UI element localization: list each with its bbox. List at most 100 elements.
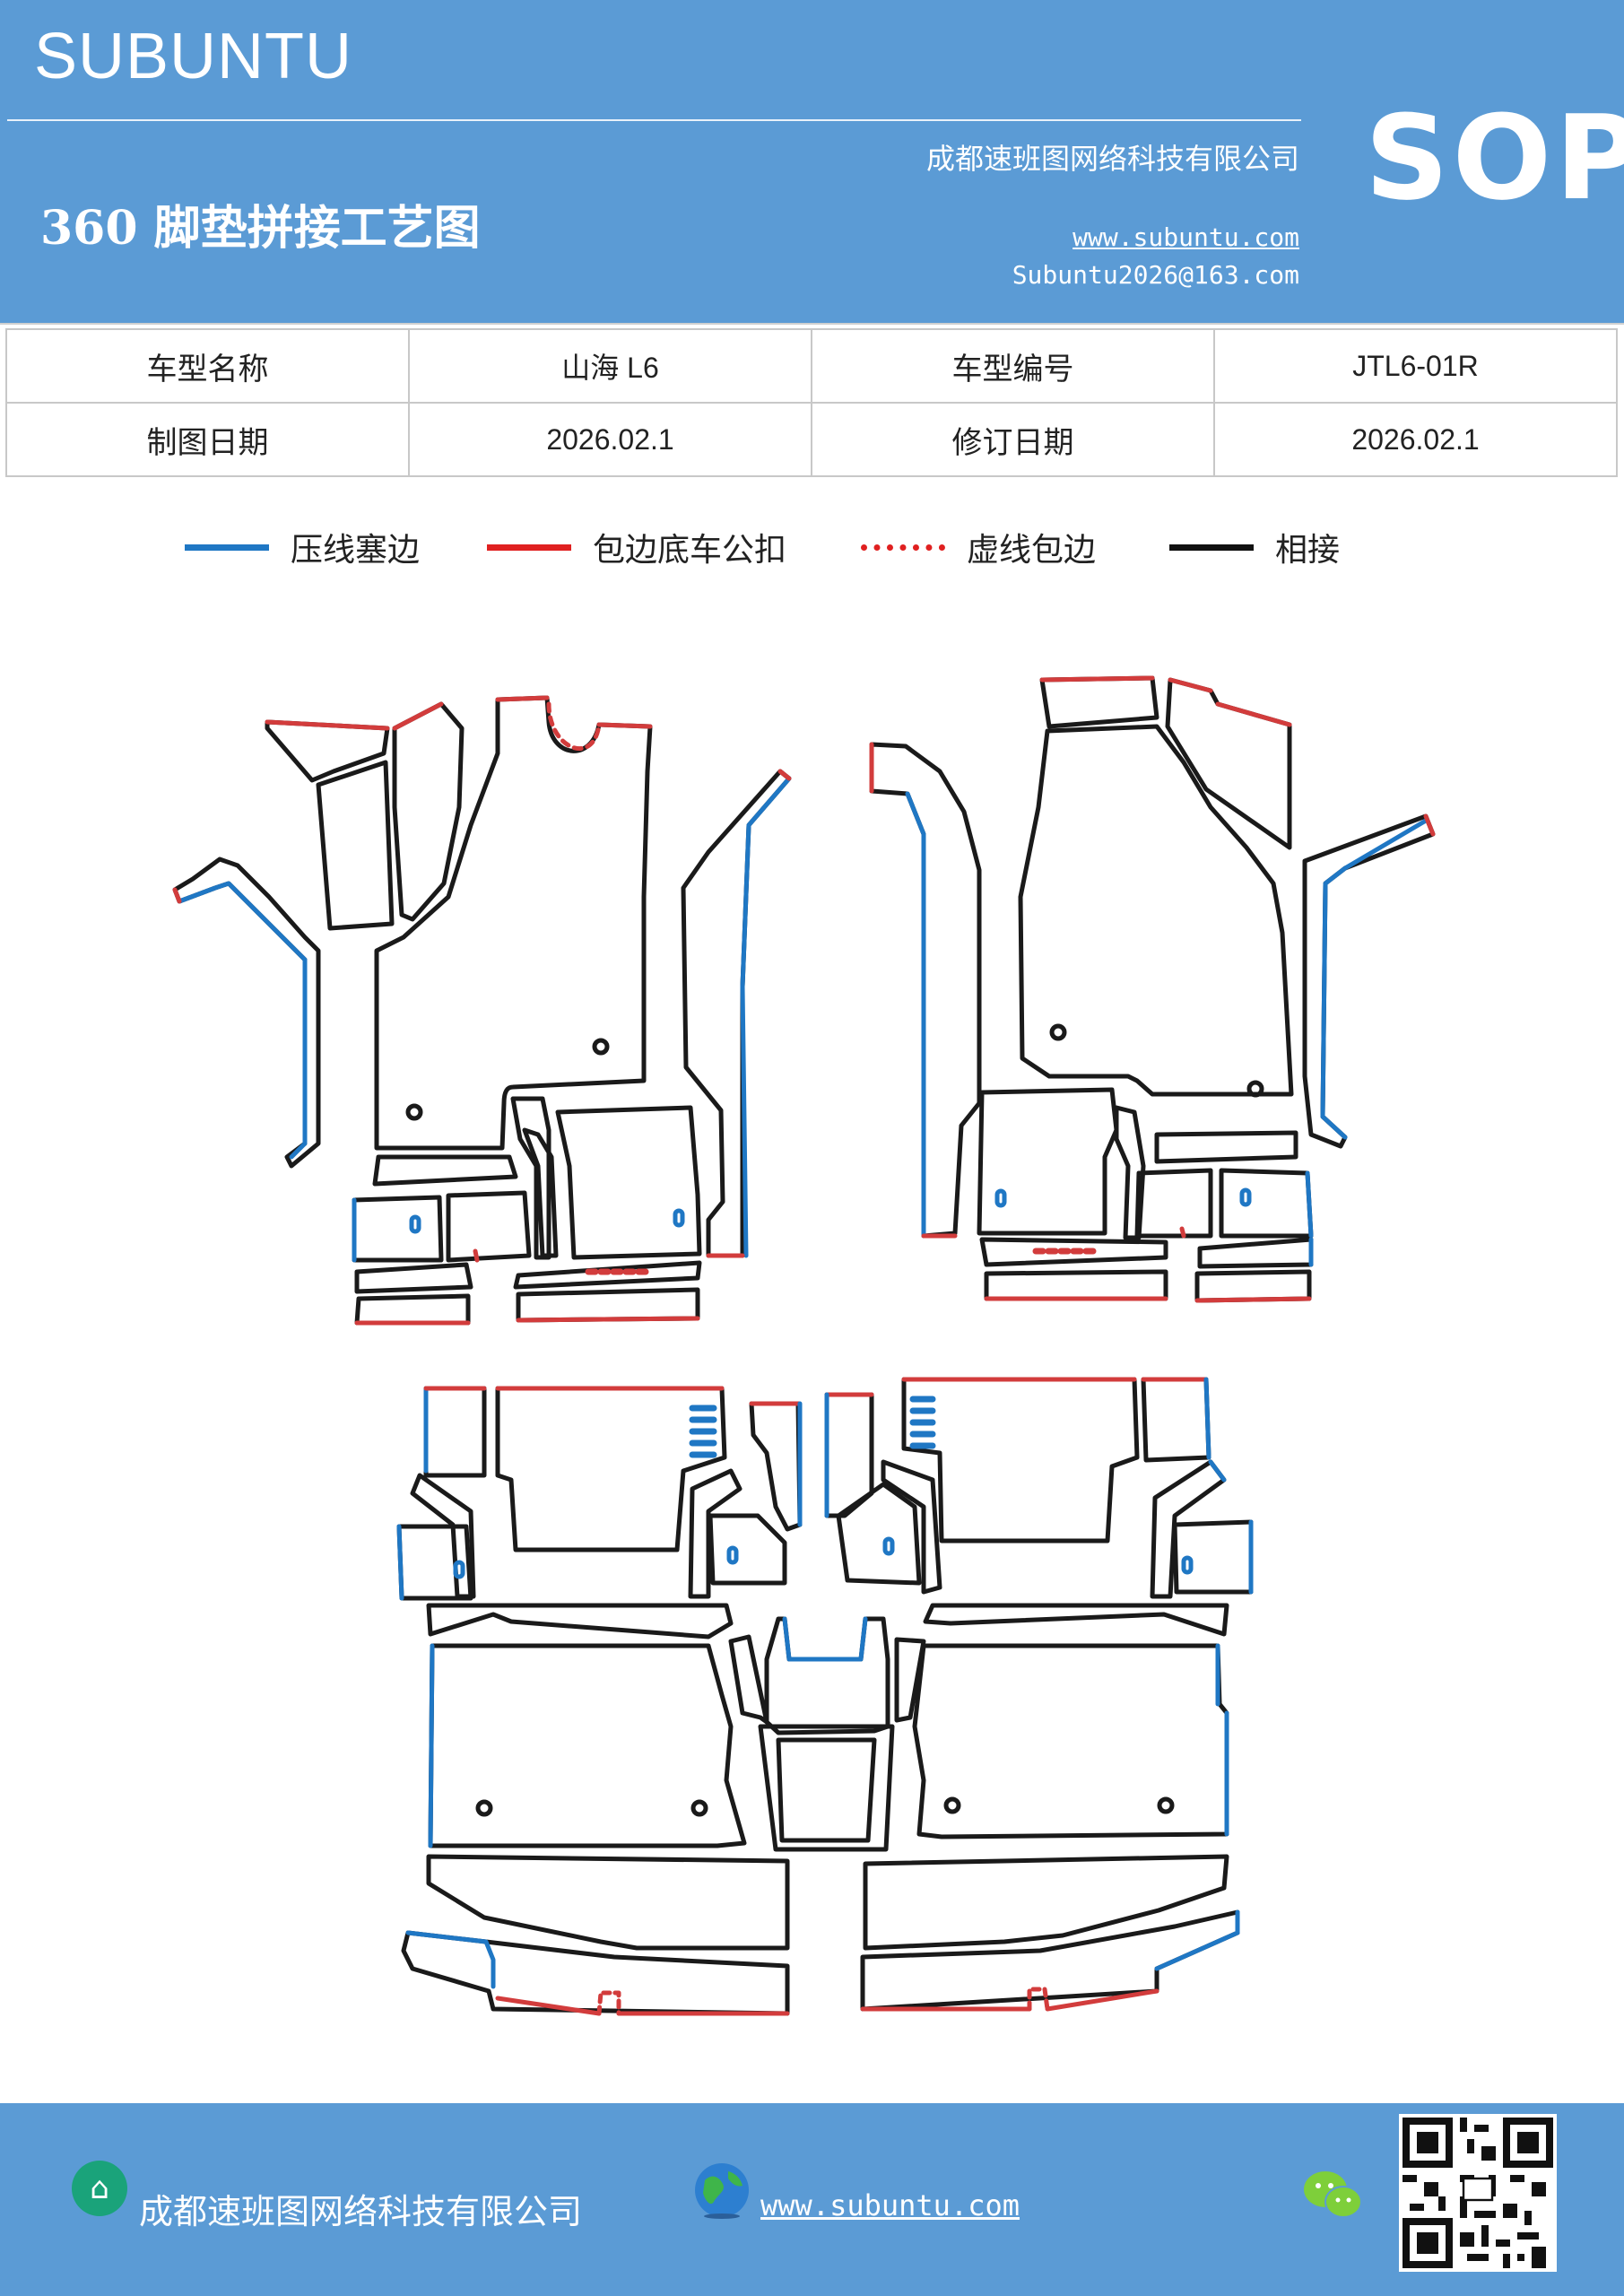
blue-edge — [423, 1386, 487, 1474]
mat-piece — [708, 1513, 787, 1586]
red-edge — [516, 1316, 700, 1323]
mat-piece — [894, 1637, 926, 1723]
mat-piece — [984, 1269, 1168, 1301]
blue-edge — [782, 1616, 868, 1662]
front-right-mat-group — [869, 675, 1436, 1303]
mat-piece — [1018, 724, 1294, 1097]
mat-piece — [522, 1127, 559, 1258]
legend-item-red: 包边底车公扣 — [487, 520, 786, 574]
blue-edge — [177, 881, 308, 1160]
red-edge — [172, 887, 182, 904]
mat-piece — [1194, 1269, 1312, 1303]
mat-piece — [1039, 675, 1159, 729]
mat-piece — [316, 760, 395, 931]
model-code-value: JTL6-01R — [1213, 328, 1618, 404]
header-email[interactable]: Subuntu2026@163.com — [1012, 260, 1299, 290]
mat-piece — [372, 1154, 518, 1187]
blue-edge-slots — [909, 1396, 936, 1449]
fixing-hole — [475, 1799, 493, 1817]
mat-piece — [374, 695, 653, 1151]
legend-item-red-dotted: 虚线包边 — [861, 520, 1096, 574]
mat-piece — [901, 1377, 1140, 1544]
legend-label: 包边底车公扣 — [593, 532, 787, 569]
mat-piece — [758, 1724, 895, 1852]
header-company-name: 成都速班图网络科技有限公司 — [925, 142, 1299, 176]
mat-piece — [728, 1634, 769, 1725]
revise-date-label: 修订日期 — [811, 402, 1215, 477]
blue-edge — [1305, 1170, 1314, 1239]
model-code-label: 车型编号 — [811, 328, 1215, 404]
mat-piece — [428, 1643, 747, 1848]
mat-piece — [513, 1260, 702, 1290]
draw-date-label: 制图日期 — [5, 402, 410, 477]
legend-label: 虚线包边 — [967, 532, 1097, 569]
red-edge — [1168, 677, 1292, 727]
red-dotted-edge — [546, 701, 602, 752]
fixing-hole — [405, 1103, 423, 1121]
floor-mat-splice-diagram — [172, 675, 1436, 2016]
red-dotted-edge — [596, 1990, 621, 2016]
mat-piece — [1219, 1168, 1314, 1239]
fixing-slot — [1239, 1187, 1252, 1207]
mat-piece — [923, 1603, 1229, 1637]
table-row: 车型名称 山海 L6 车型编号 JTL6-01R — [5, 328, 1618, 404]
fixing-hole — [943, 1796, 961, 1814]
fixing-slot — [726, 1545, 739, 1565]
mat-piece — [688, 1468, 743, 1599]
footer-website-link[interactable]: www.subuntu.com — [760, 2188, 1020, 2222]
red-edge — [473, 1248, 480, 1263]
red-edge — [860, 1988, 1159, 2012]
mat-piece — [1197, 1237, 1314, 1269]
header-divider — [7, 119, 1301, 121]
legend-label: 相接 — [1275, 532, 1341, 569]
red-dotted-edge — [1027, 1987, 1050, 2012]
header-banner: SUBUNTU 360 脚垫拼接工艺图 成都速班图网络科技有限公司 www.su… — [0, 0, 1624, 325]
mat-piece — [1150, 1459, 1227, 1599]
mat-piece — [172, 857, 321, 1169]
building-icon: ⌂ — [72, 2161, 127, 2216]
revise-date-value: 2026.02.1 — [1213, 402, 1618, 477]
wechat-icon[interactable] — [1302, 2168, 1365, 2222]
blue-edge — [1215, 1643, 1229, 1837]
footer-banner: ⌂ 成都速班图网络科技有限公司 www.subuntu.com — [0, 2103, 1624, 2296]
mat-piece — [776, 1737, 877, 1843]
mat-piece — [392, 701, 465, 922]
mat-piece — [1154, 1130, 1298, 1164]
model-name-value: 山海 L6 — [408, 328, 812, 404]
red-edge — [1039, 675, 1155, 683]
blue-edge — [1203, 1377, 1211, 1460]
mat-piece — [410, 1473, 476, 1599]
red-edge — [777, 769, 792, 781]
mat-piece — [354, 1293, 471, 1326]
blue-edge — [1154, 1909, 1240, 1971]
fixing-slot — [994, 1188, 1007, 1208]
mat-piece — [912, 1643, 1229, 1839]
qr-code[interactable] — [1399, 2114, 1557, 2272]
red-edge — [265, 719, 390, 731]
fixing-slot — [453, 1560, 465, 1579]
legend-item-black: 相接 — [1169, 520, 1340, 574]
qr-code-pattern — [1403, 2118, 1553, 2268]
draw-date-value: 2026.02.1 — [408, 402, 812, 477]
header-website-link[interactable]: www.subuntu.com — [1073, 222, 1299, 252]
blue-edge — [740, 776, 792, 1258]
mat-piece — [881, 1459, 942, 1595]
blue-edge — [405, 1930, 496, 1989]
legend-swatch-red-line — [487, 544, 571, 551]
vehicle-info-table: 车型名称 山海 L6 车型编号 JTL6-01R 制图日期 2026.02.1 … — [5, 328, 1618, 477]
mat-piece — [836, 1482, 922, 1586]
brand-logo-text: SUBUNTU — [34, 21, 353, 92]
legend-item-blue: 压线塞边 — [185, 520, 420, 574]
globe-icon — [695, 2163, 749, 2219]
fixing-slot — [1181, 1555, 1194, 1575]
mat-piece — [979, 1237, 1168, 1267]
blue-edge — [428, 1643, 435, 1848]
fixing-slot — [882, 1536, 895, 1556]
mat-piece — [681, 769, 792, 1258]
red-edge — [1179, 1226, 1186, 1239]
mat-piece — [1134, 1168, 1213, 1239]
red-edge — [596, 722, 653, 729]
mat-piece — [1165, 677, 1292, 850]
mat-piece — [977, 1087, 1119, 1236]
footer-company-name: 成都速班图网络科技有限公司 — [139, 2192, 583, 2231]
